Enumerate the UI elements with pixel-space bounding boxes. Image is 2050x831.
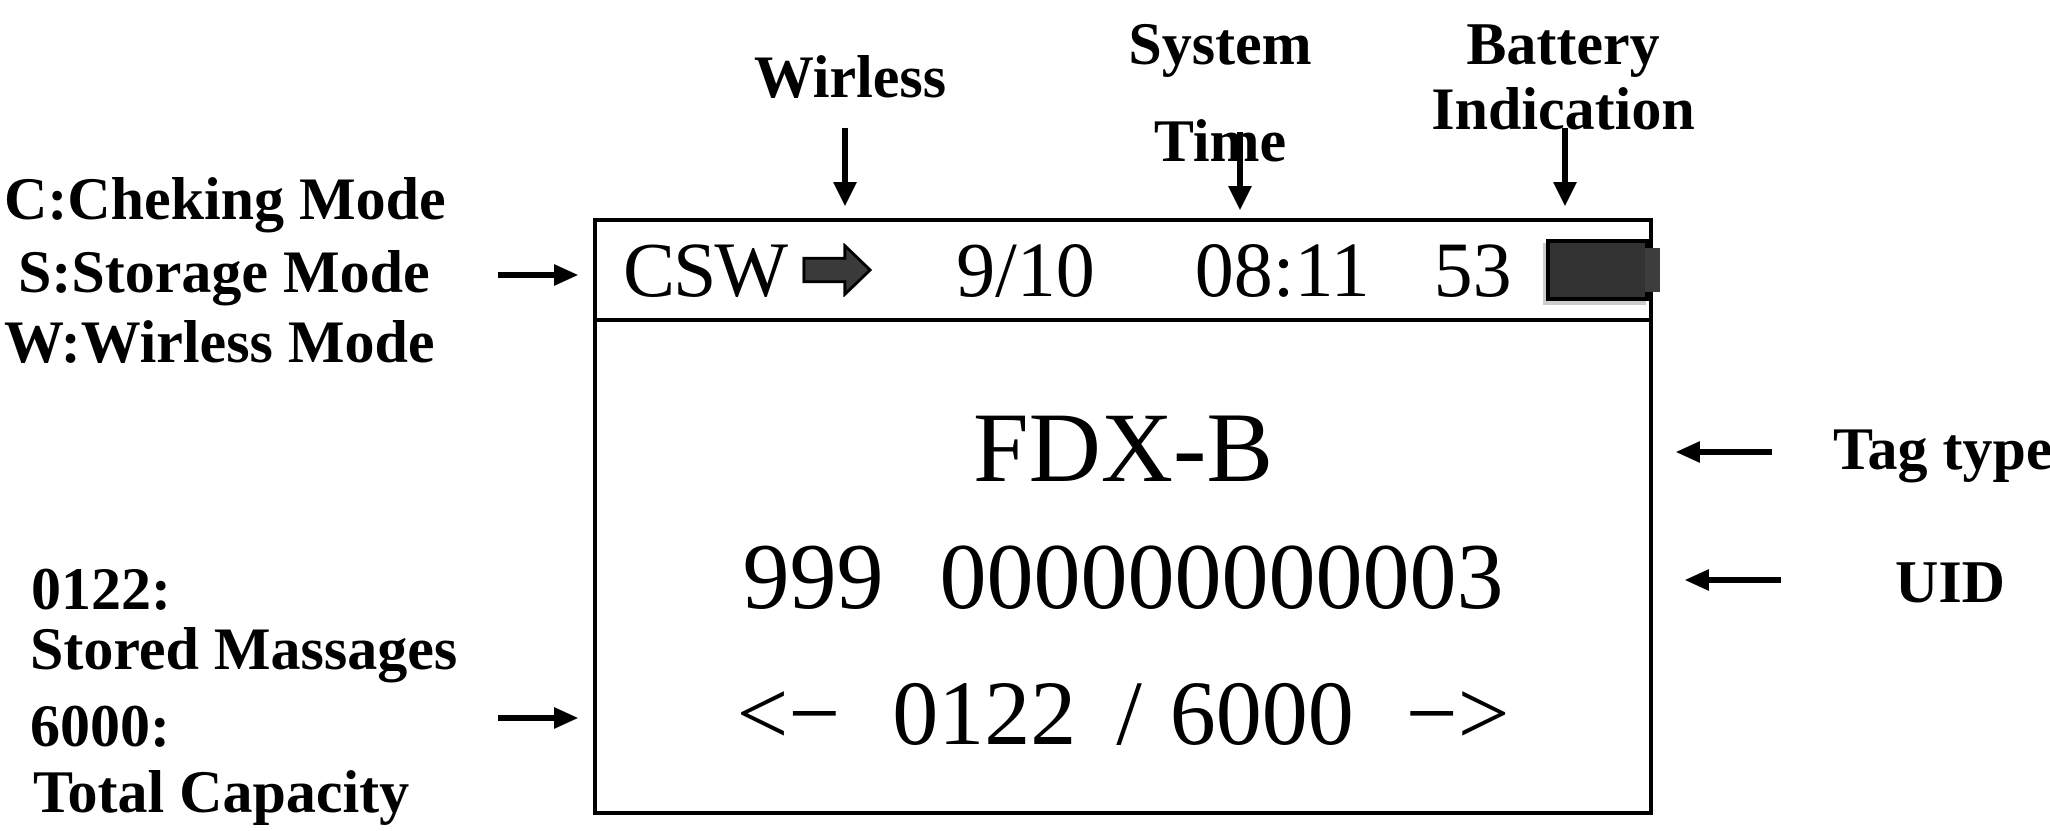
mode-legend-line-storage: S:Storage Mode	[18, 239, 430, 305]
pager-stored-count: 0122	[892, 662, 1077, 764]
battery-percent: 53	[1433, 226, 1512, 313]
system-time-label-line1: System	[1128, 11, 1312, 77]
total-capacity-value: 6000:	[30, 693, 170, 759]
right-arrow-icon	[498, 264, 578, 286]
uid-country-code: 999	[742, 525, 884, 629]
system-date: 9/10	[956, 226, 1095, 313]
status-bar: CSW 9/10 08:11 53	[597, 222, 1660, 322]
down-arrow-icon-system-time	[1228, 132, 1252, 210]
mode-indicator: CSW	[623, 226, 788, 313]
down-arrow-icon-battery	[1553, 128, 1577, 206]
pager-total-capacity: 6000	[1169, 662, 1354, 764]
system-time-label-line2: Time	[1153, 108, 1287, 174]
uid-number: 000000000003	[939, 525, 1504, 629]
pager-prev-arrow: <−	[736, 662, 841, 764]
down-arrow-icon-wireless	[833, 128, 857, 206]
wireless-callout-label: Wirless	[753, 44, 947, 110]
right-arrow-icon-pager	[498, 707, 578, 729]
wireless-transmit-arrow-icon	[802, 243, 873, 297]
stored-messages-label: Stored Massages	[30, 616, 458, 682]
mode-legend-line-checking: C:Cheking Mode	[4, 166, 446, 232]
stored-messages-value: 0122:	[31, 556, 171, 622]
battery-icon	[1545, 239, 1660, 301]
left-arrow-icon-uid	[1685, 569, 1781, 591]
left-arrow-icon-tag-type	[1676, 441, 1772, 463]
pager-separator: /	[1116, 662, 1142, 764]
record-pager: <−0122/6000−>	[597, 667, 1649, 759]
tag-type-callout-label: Tag type	[1833, 416, 2050, 482]
pager-next-arrow: −>	[1405, 662, 1510, 764]
total-capacity-label: Total Capacity	[33, 759, 410, 825]
mode-legend-line-wireless: W:Wirless Mode	[4, 309, 435, 375]
battery-terminal-nub	[1645, 248, 1660, 292]
system-time: 08:11	[1194, 226, 1370, 313]
uid-callout-label: UID	[1895, 549, 2006, 615]
battery-label-line1: Battery	[1466, 11, 1660, 77]
tag-type-value: FDX-B	[972, 392, 1274, 503]
